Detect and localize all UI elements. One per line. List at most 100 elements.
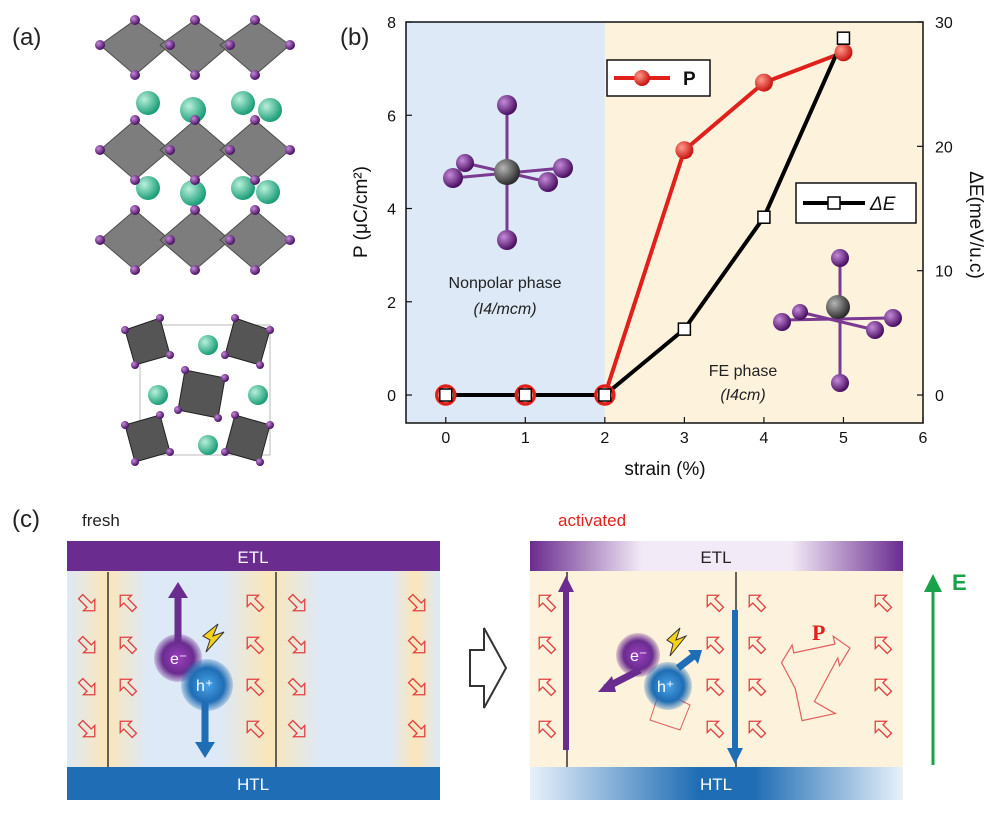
dipole-arrow-icon (246, 636, 265, 655)
fe-space-group: (I4cm) (720, 387, 765, 404)
activated-electron-label: e⁻ (630, 648, 647, 665)
polarization-strain-chart: Nonpolar phase (I4/mcm) FE phase (I4cm) … (387, 15, 953, 447)
dipole-arrow-icon (538, 636, 557, 655)
data-point-p (834, 43, 853, 62)
dipole-arrow-icon (706, 720, 725, 739)
dipole-arrow-icon (119, 720, 138, 739)
activated-htl-layer (530, 767, 903, 800)
activated-dipole-arrows (538, 594, 893, 739)
dipole-arrow-icon (246, 594, 265, 613)
legend-p-label: P (683, 69, 696, 90)
y2-axis-title: ΔE(meV/u.c) (965, 171, 986, 279)
data-point-delta-e (518, 388, 533, 402)
dipole-arrow-icon (407, 719, 426, 738)
nonpolar-octahedron-model (443, 95, 573, 250)
activated-electron (616, 633, 660, 677)
y2-tick-label: 0 (935, 388, 944, 405)
dipole-arrow-icon (407, 635, 426, 654)
fresh-hole-label: h⁺ (196, 678, 213, 695)
panel-c-label: (c) (12, 506, 40, 533)
fresh-dipole-arrows (77, 593, 426, 739)
dipole-arrow-icon (119, 594, 138, 613)
fresh-device: ETL HTL e⁻ h⁺ (67, 541, 440, 800)
data-point-delta-e (677, 322, 692, 336)
fresh-electron-label: e⁻ (170, 651, 187, 668)
plot-frame (405, 21, 924, 424)
dipole-arrow-icon (874, 678, 893, 697)
transition-arrow-icon (469, 627, 508, 709)
legend-delta-e-label: ΔE (869, 194, 896, 215)
x-tick-label: 3 (680, 430, 689, 447)
y2-tick-label: 20 (935, 139, 953, 156)
field-label: E (952, 570, 967, 595)
legend-delta-e-marker (827, 196, 841, 210)
dipole-arrow-icon (77, 719, 96, 738)
activated-hole (644, 662, 692, 710)
dipole-arrow-icon (706, 678, 725, 697)
data-point-delta-e (836, 31, 851, 45)
dipole-arrow-icon (748, 678, 767, 697)
dipole-arrow-icon (77, 677, 96, 696)
polarization-arrow-icon (780, 634, 851, 722)
x-tick-label: 1 (521, 430, 530, 447)
dipole-arrow-icon (119, 636, 138, 655)
perovskite-top-view (121, 314, 274, 466)
x-tick-label: 5 (839, 430, 848, 447)
legend-delta-e: ΔE (795, 182, 917, 224)
polarization-label: P (812, 620, 825, 645)
dipole-arrow-icon (874, 594, 893, 613)
y-tick-label: 8 (387, 15, 396, 32)
fresh-etl-label: ETL (237, 548, 268, 567)
nonpolar-region (406, 22, 605, 423)
x-axis-title: strain (%) (624, 459, 705, 480)
data-point-delta-e (439, 388, 453, 402)
dipole-arrow-icon (287, 635, 306, 654)
dipole-arrow-icon (77, 593, 96, 612)
activated-hole-label: h⁺ (657, 679, 674, 696)
dipole-arrow-icon (538, 678, 557, 697)
dipole-arrow-icon (407, 593, 426, 612)
dipole-arrow-icon (874, 636, 893, 655)
dipole-arrow-icon (874, 720, 893, 739)
dipole-arrow-icon (538, 720, 557, 739)
y-axis-title: P (μC/cm²) (351, 166, 372, 258)
y-tick-label: 6 (387, 108, 396, 125)
dipole-arrow-icon (119, 678, 138, 697)
data-point-delta-e (757, 210, 771, 224)
fresh-htl-layer (67, 767, 440, 800)
y-tick-label: 0 (387, 388, 396, 405)
perovskite-3d-structure (95, 15, 295, 275)
panel-a-label: (a) (12, 24, 41, 51)
y-tick-label: 2 (387, 295, 396, 312)
dipole-arrow-icon (748, 720, 767, 739)
dipole-arrow-icon (748, 594, 767, 613)
y2-tick-label: 30 (935, 15, 953, 32)
dipole-arrow-icon (77, 635, 96, 654)
dipole-arrow-icon (748, 636, 767, 655)
dipole-arrow-icon (407, 677, 426, 696)
y-tick-label: 4 (387, 202, 396, 219)
y2-tick-label: 10 (935, 264, 953, 281)
dipole-arrow-icon (287, 719, 306, 738)
fresh-label: fresh (82, 511, 120, 530)
dipole-arrow-icon (287, 677, 306, 696)
dipole-arrow-icon (538, 594, 557, 613)
x-tick-label: 4 (759, 430, 768, 447)
nonpolar-phase-label: Nonpolar phase (449, 275, 562, 292)
data-point-delta-e (598, 388, 612, 402)
dipole-arrow-icon (287, 593, 306, 612)
dipole-arrow-icon (706, 636, 725, 655)
activated-etl-layer (530, 541, 903, 571)
dipole-arrow-icon (246, 720, 265, 739)
activated-etl-label: ETL (700, 548, 731, 567)
activated-htl-label: HTL (700, 775, 732, 794)
activated-lightning-icon (666, 627, 688, 657)
data-point-p (754, 73, 773, 92)
activated-label: activated (558, 511, 626, 530)
x-tick-label: 2 (600, 430, 609, 447)
activated-device: ETL HTL e⁻ h⁺ P (530, 541, 903, 800)
nonpolar-space-group: (I4/mcm) (473, 301, 536, 318)
dipole-arrow-icon (706, 594, 725, 613)
